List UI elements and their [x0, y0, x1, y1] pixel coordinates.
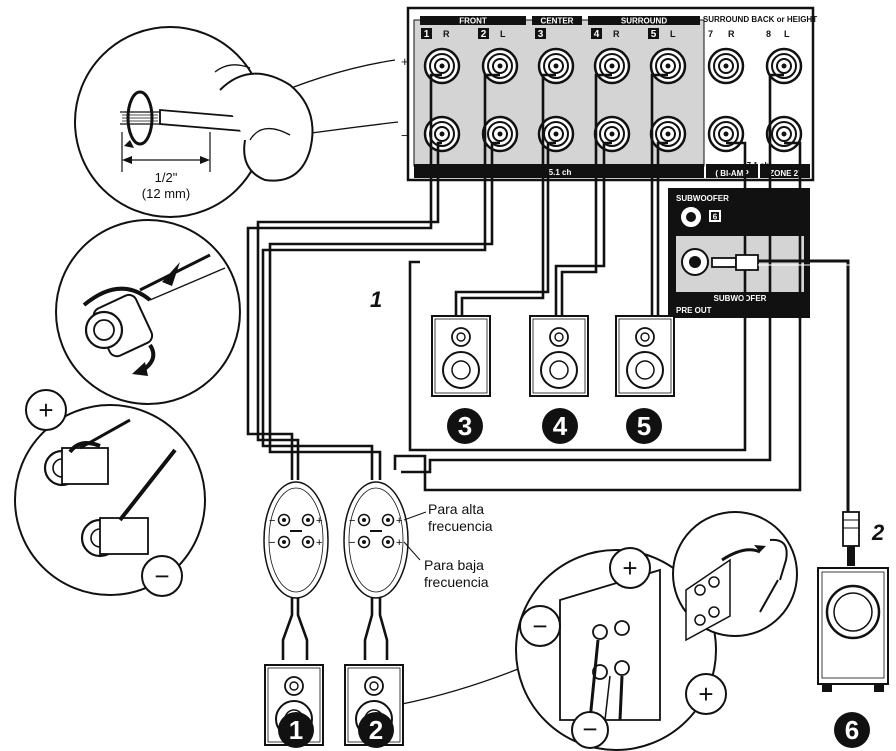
subwoofer-rca-cable: [711, 254, 860, 566]
footer-label-zone2: ZONE 2): [769, 169, 801, 178]
svg-text:+: +: [396, 515, 402, 527]
terminal-number-4: 4: [594, 29, 600, 40]
strip-length-inches: 1/2": [155, 170, 178, 185]
svg-text:+: +: [396, 537, 402, 549]
terminal-2-minus[interactable]: [481, 115, 519, 153]
svg-text:+: +: [316, 537, 322, 549]
step-marker-2: 2: [871, 520, 885, 545]
svg-text:−: −: [269, 537, 275, 549]
polarity-plus-icon: +: [38, 395, 53, 425]
speaker-cables: [246, 73, 802, 660]
terminal-channel-5: L: [670, 29, 676, 39]
badge-4: 4: [542, 408, 578, 444]
svg-text:4: 4: [553, 411, 568, 441]
terminal-5-minus[interactable]: [649, 115, 687, 153]
badge-3: 3: [447, 408, 483, 444]
svg-text:−: −: [349, 537, 355, 549]
inset-biamp-closeup: + − + −: [401, 547, 727, 751]
svg-text:1: 1: [289, 715, 303, 745]
speaker-surround-right: [529, 315, 589, 397]
group-label-center: CENTER: [541, 17, 574, 26]
speaker-center: [431, 315, 491, 397]
terminal-number-1: 1: [424, 29, 430, 40]
terminal-number-8: 8: [766, 29, 771, 39]
strip-length-mm: (12 mm): [142, 186, 190, 201]
speaker-surround-left: [615, 315, 675, 397]
terminal-4-plus[interactable]: [593, 47, 631, 85]
svg-text:5: 5: [637, 411, 651, 441]
terminal-number-7: 7: [708, 29, 713, 39]
terminal-5-plus[interactable]: [649, 47, 687, 85]
badge-2: 2: [358, 712, 394, 748]
badge-1: 1: [278, 712, 314, 748]
terminal-channel-8: L: [784, 29, 790, 39]
subwoofer-label: SUBWOOFER: [714, 294, 767, 303]
label-high-frequency-line1: Para alta: [428, 501, 484, 517]
terminal-channel-2: L: [500, 29, 506, 39]
polarity-minus-icon: −: [154, 561, 169, 591]
svg-text:3: 3: [458, 411, 472, 441]
terminal-4-minus[interactable]: [593, 115, 631, 153]
step-marker-1: 1: [370, 287, 382, 312]
terminal-channel-4: R: [613, 29, 620, 39]
badge-5: 5: [626, 408, 662, 444]
pre-out-label: PRE OUT: [676, 306, 712, 315]
inset-jumper-removal: [672, 511, 798, 642]
panel-minus-sign: −: [401, 128, 409, 143]
subwoofer-speaker: [817, 567, 889, 692]
closeup-minus-icon-bottom: −: [582, 714, 597, 744]
label-low-frequency-line2: frecuencia: [424, 574, 489, 590]
group-label-surround-back: SURROUND BACK or HEIGHT: [703, 15, 817, 24]
subwoofer-number: 6: [713, 213, 718, 222]
biamp-terminal-plate-left: − + − +: [343, 481, 409, 599]
label-low-frequency-line1: Para baja: [424, 557, 484, 573]
group-label-surround: SURROUND: [621, 17, 667, 26]
inset-tighten-terminal: [55, 219, 241, 405]
terminal-8-minus[interactable]: [765, 115, 803, 153]
footer-label-51ch: 5.1 ch: [549, 168, 572, 177]
inset-wire-stripping: 1/2" (12 mm): [74, 26, 399, 218]
terminal-number-2: 2: [481, 29, 487, 40]
svg-text:−: −: [269, 515, 275, 527]
group-label-front: FRONT: [459, 17, 487, 26]
panel-plus-sign: +: [401, 54, 409, 69]
biamp-terminal-plate-right: − + − +: [263, 481, 329, 599]
terminal-7-plus[interactable]: [707, 47, 745, 85]
terminal-channel-1: R: [443, 29, 450, 39]
terminal-number-3: 3: [538, 29, 544, 40]
terminal-2-plus[interactable]: [481, 47, 519, 85]
terminal-8-plus[interactable]: [765, 47, 803, 85]
badge-6: 6: [834, 712, 870, 748]
terminal-number-5: 5: [651, 29, 657, 40]
closeup-plus-icon-top: +: [622, 553, 637, 583]
closeup-plus-icon-right: +: [698, 679, 713, 709]
terminal-channel-7: R: [728, 29, 735, 39]
subwoofer-title: SUBWOOFER: [676, 194, 729, 203]
footer-label-bi-amp: ( BI-AMP: [715, 169, 749, 178]
label-high-frequency-line2: frecuencia: [428, 518, 493, 534]
terminal-7-minus[interactable]: [707, 115, 745, 153]
inset-polarity: + −: [14, 389, 206, 597]
receiver-back-panel: FRONT CENTER SURROUND SURROUND BACK or H…: [401, 6, 817, 318]
svg-text:2: 2: [369, 715, 383, 745]
closeup-minus-icon-left: −: [532, 611, 547, 641]
svg-text:6: 6: [845, 715, 859, 745]
svg-text:+: +: [316, 515, 322, 527]
footer-label-7ch: 7.1 ch: [747, 161, 770, 170]
subwoofer-output-jack[interactable]: [681, 248, 709, 276]
svg-text:−: −: [349, 515, 355, 527]
